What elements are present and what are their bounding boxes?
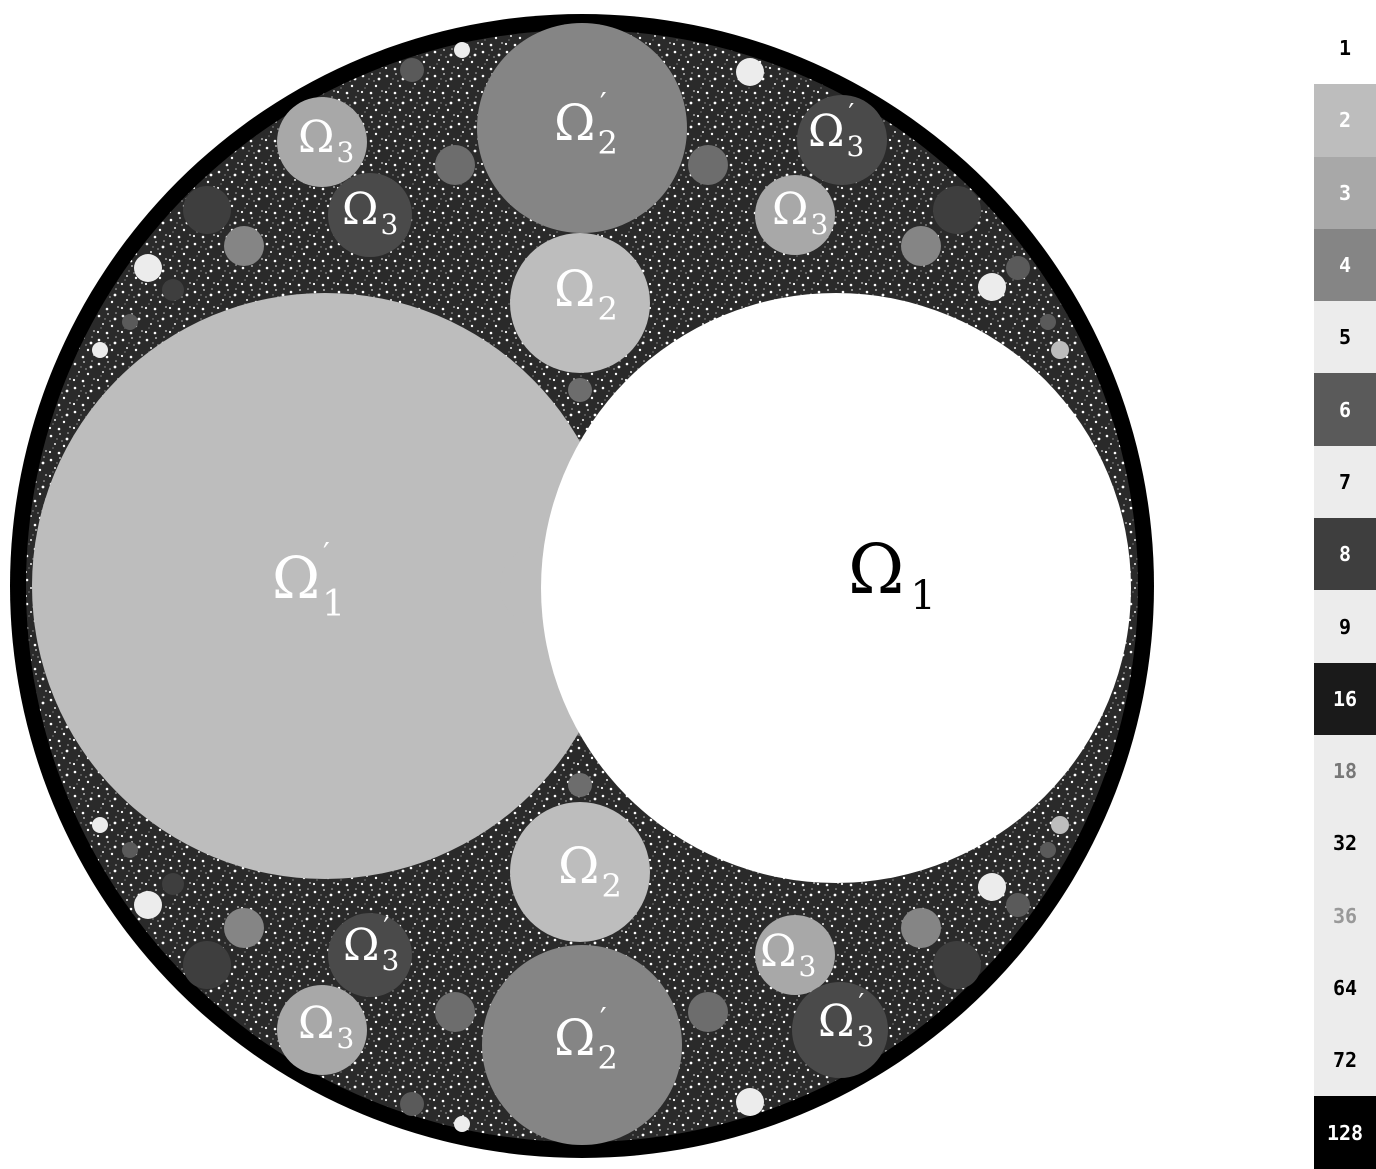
legend-item: 16 (1314, 663, 1376, 735)
legend-item: 5 (1314, 301, 1376, 373)
legend-item: 32 (1314, 807, 1376, 879)
legend-item: 8 (1314, 518, 1376, 590)
legend-item: 18 (1314, 735, 1376, 807)
legend-item: 128 (1314, 1096, 1376, 1168)
legend-item: 64 (1314, 952, 1376, 1024)
legend-item: 36 (1314, 880, 1376, 952)
legend-item: 9 (1314, 590, 1376, 662)
legend-item: 3 (1314, 157, 1376, 229)
legend-item: 72 (1314, 1024, 1376, 1096)
legend-item: 6 (1314, 373, 1376, 445)
legend-item: 2 (1314, 84, 1376, 156)
omega-1-bulge (585, 548, 665, 628)
legend-item: 4 (1314, 229, 1376, 301)
legend-item: 7 (1314, 446, 1376, 518)
legend-item: 1 (1314, 12, 1376, 84)
